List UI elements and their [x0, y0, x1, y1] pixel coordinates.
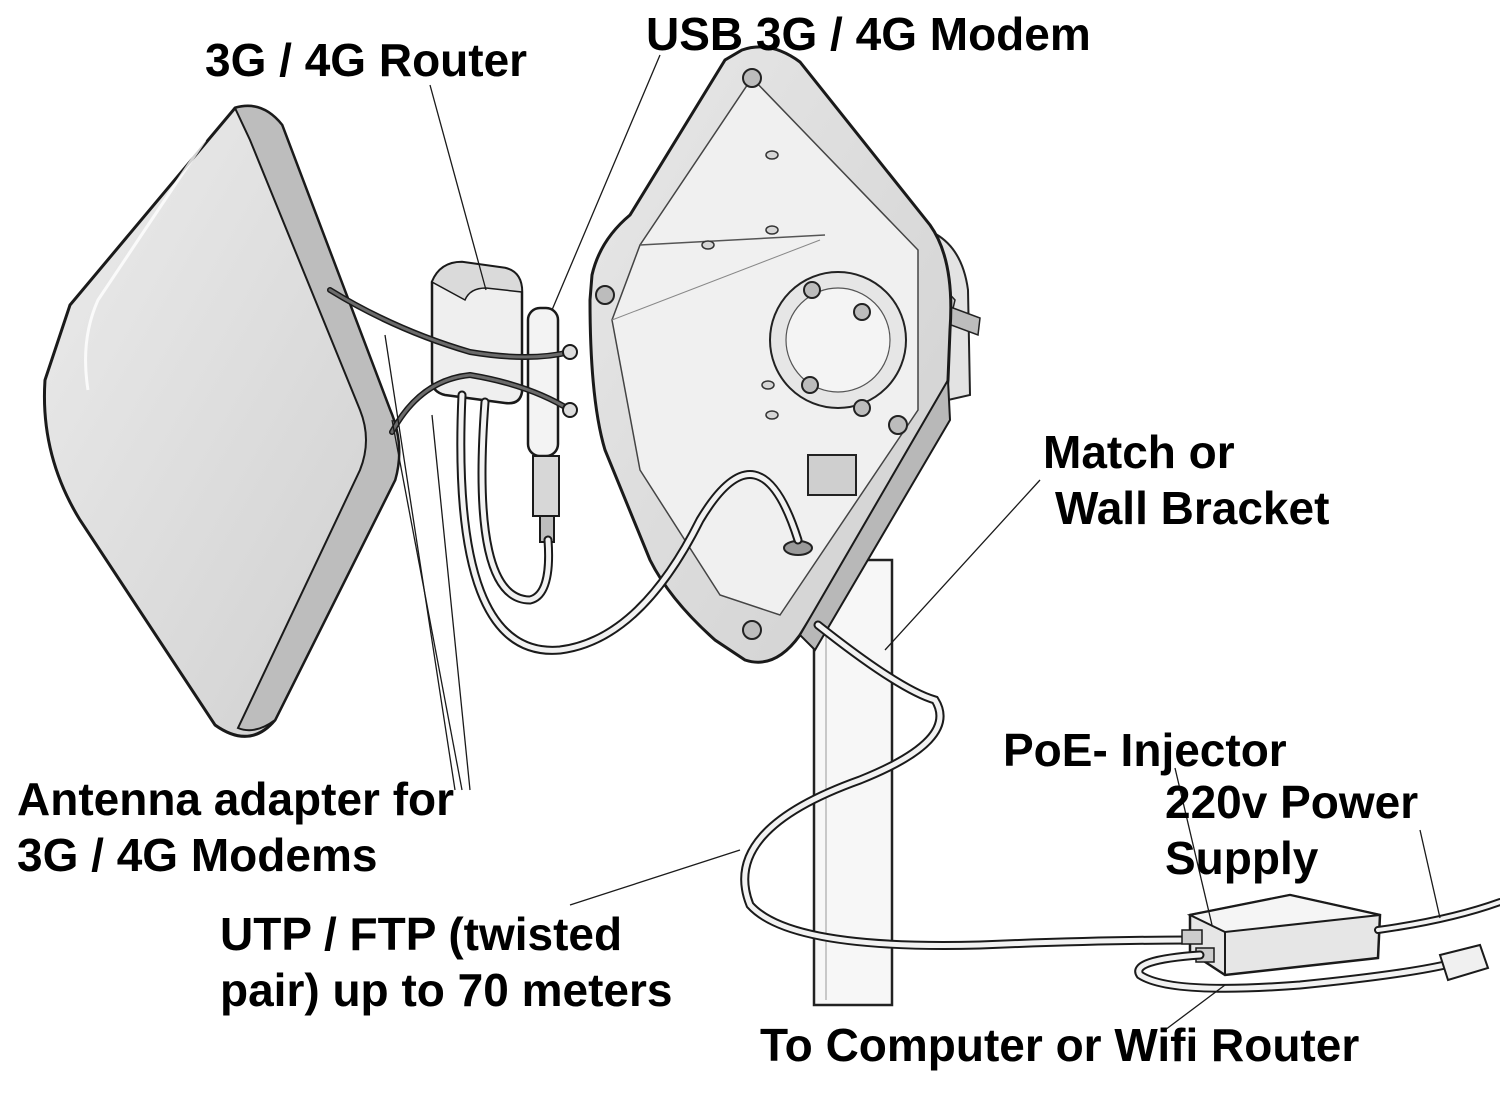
- label-modem: USB 3G / 4G Modem: [646, 8, 1091, 60]
- label-cable-line1: UTP / FTP (twisted: [220, 908, 623, 960]
- antenna-adapter-cables: [327, 287, 578, 435]
- label-to-computer: To Computer or Wifi Router: [760, 1019, 1360, 1071]
- power-cable: [1374, 898, 1500, 934]
- label-bracket-line1: Match or: [1043, 426, 1235, 478]
- utp-main-cable: [740, 620, 1195, 950]
- poe-injector-box: [1181, 893, 1382, 977]
- label-router: 3G / 4G Router: [205, 34, 528, 86]
- label-power-line2: Supply: [1165, 832, 1319, 884]
- leader-lines: [384, 54, 1441, 1031]
- rj45-plug: [1438, 943, 1490, 982]
- label-power-line1: 220v Power: [1165, 776, 1419, 828]
- antenna-front-panel: [42, 104, 401, 738]
- rear-housing: [588, 45, 953, 664]
- router-box: [430, 260, 524, 405]
- label-poe-injector: PoE- Injector: [1003, 724, 1287, 776]
- router-usb-cable: [477, 397, 554, 605]
- router-utp-cable: [456, 390, 803, 655]
- computer-cable: [1134, 950, 1450, 993]
- housing-screws: [595, 68, 908, 640]
- usb-modem: [526, 306, 560, 543]
- label-bracket-line2: Wall Bracket: [1055, 482, 1330, 534]
- label-antenna-adapter-line2: 3G / 4G Modems: [17, 829, 378, 881]
- label-antenna-adapter-line1: Antenna adapter for: [17, 773, 455, 825]
- label-cable-line2: pair) up to 70 meters: [220, 964, 673, 1016]
